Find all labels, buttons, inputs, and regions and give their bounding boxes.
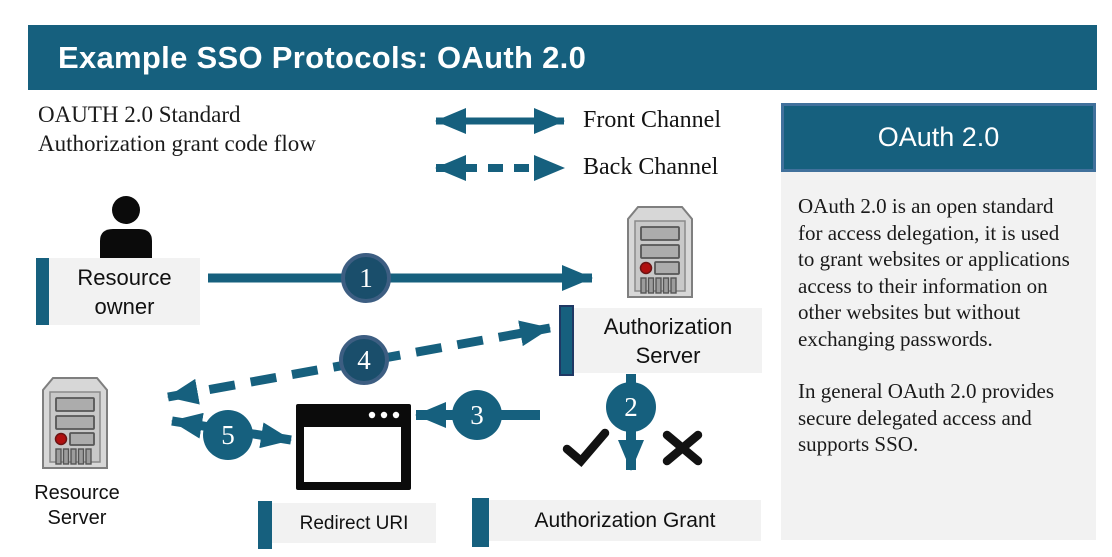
step-badge-2: 2 xyxy=(606,382,656,432)
back-channel-label: Back Channel xyxy=(583,154,719,180)
oauth-info-panel: OAuth 2.0 OAuth 2.0 is an open standard … xyxy=(781,103,1096,540)
step-badge-4: 4 xyxy=(339,335,389,385)
accent-bar xyxy=(559,305,574,376)
step-badge-3: 3 xyxy=(452,390,502,440)
page-title: Example SSO Protocols: OAuth 2.0 xyxy=(58,39,587,75)
resource-server-label: Resource Server xyxy=(34,482,120,529)
redirect-uri-label: Redirect URI xyxy=(258,501,436,549)
authorization-server-text: Authorization Server xyxy=(574,308,762,373)
accent-bar xyxy=(258,501,272,549)
oauth-panel-title: OAuth 2.0 xyxy=(877,122,1000,152)
oauth-paragraph-1: OAuth 2.0 is an open standard for access… xyxy=(798,194,1070,351)
oauth-paragraph-2: In general OAuth 2.0 provides secure del… xyxy=(798,379,1055,456)
authorization-server-icon xyxy=(627,206,693,298)
accent-bar xyxy=(36,258,49,325)
person-icon xyxy=(100,196,152,258)
title-bar: Example SSO Protocols: OAuth 2.0 xyxy=(28,25,1097,90)
step-badge-5: 5 xyxy=(203,410,253,460)
authorization-grant-text: Authorization Grant xyxy=(489,500,761,541)
resource-server-icon xyxy=(42,377,108,469)
intro-line-1: OAUTH 2.0 Standard xyxy=(38,102,241,127)
intro-text: OAUTH 2.0 Standard Authorization grant c… xyxy=(38,100,418,158)
oauth-panel-header: OAuth 2.0 xyxy=(781,103,1096,172)
authorization-grant-label: Authorization Grant xyxy=(472,498,761,547)
front-channel-label: Front Channel xyxy=(583,107,721,133)
resource-owner-label: Resource owner xyxy=(36,258,200,325)
check-icon xyxy=(562,428,610,467)
x-icon xyxy=(662,430,703,466)
intro-line-2: Authorization grant code flow xyxy=(38,131,316,156)
step-badge-1: 1 xyxy=(341,253,391,303)
accent-bar xyxy=(472,498,489,547)
resource-owner-text: Resource owner xyxy=(49,258,200,325)
browser-icon xyxy=(296,404,411,490)
authorization-server-label: Authorization Server xyxy=(559,305,762,376)
oauth-panel-body: OAuth 2.0 is an open standard for access… xyxy=(781,172,1096,540)
redirect-uri-text: Redirect URI xyxy=(272,503,436,543)
